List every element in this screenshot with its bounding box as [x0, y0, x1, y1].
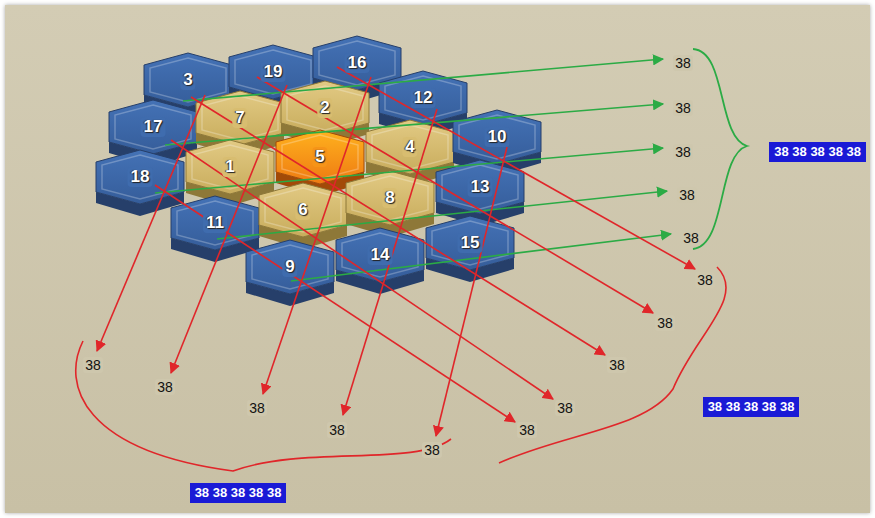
sum-label: 38: [327, 422, 347, 438]
hex-tile: 15: [424, 214, 516, 286]
tile-number: 12: [411, 88, 436, 108]
tile-number: 6: [295, 200, 310, 220]
tile-number: 10: [485, 127, 510, 147]
tile-number: 3: [180, 70, 195, 90]
hex-face: [109, 100, 197, 154]
tile-number: 15: [458, 233, 483, 253]
hex-bevel: [385, 76, 461, 120]
tile-number: 11: [203, 213, 227, 233]
sum-label: 38: [607, 357, 627, 373]
hex-bevel: [459, 115, 535, 159]
tile-number: 14: [368, 245, 393, 265]
sum-label: 38: [681, 230, 701, 246]
sum-label: 38: [247, 400, 267, 416]
sum-label: 38: [83, 357, 103, 373]
tile-number: 5: [312, 147, 327, 167]
sum-text: 38 38 38 38 38: [770, 143, 865, 160]
diagonal-arrow: [171, 140, 553, 399]
sum-box: 38 38 38 38 38: [703, 397, 800, 417]
hex-bevel: [352, 176, 428, 220]
hex-bevel: [115, 105, 191, 149]
hex-bevel: [287, 86, 363, 130]
hex-face: [379, 71, 467, 125]
hex-bevel: [150, 58, 226, 102]
sum-label: 38: [155, 379, 175, 395]
tile-number: 16: [345, 53, 370, 73]
sum-label: 38: [673, 55, 693, 71]
hex-bevel: [235, 50, 311, 94]
hex-face: [453, 110, 541, 164]
hex-face: [171, 196, 259, 250]
hex-face: [246, 240, 334, 294]
tile-number: 19: [261, 62, 286, 82]
hex-bevel: [319, 41, 395, 85]
tile-number: 7: [232, 108, 247, 128]
sum-label: 38: [422, 442, 442, 458]
red-brace: [76, 341, 451, 471]
hex-face: [196, 91, 284, 145]
hex-bevel: [177, 201, 253, 245]
tile-number: 9: [282, 257, 297, 277]
sum-label: 38: [555, 400, 575, 416]
hex-bevel: [442, 165, 518, 209]
sum-label: 38: [673, 144, 693, 160]
hex-bevel: [202, 96, 278, 140]
tile-number: 4: [402, 137, 417, 157]
hex-face: [96, 150, 184, 204]
tile-number: 1: [222, 157, 237, 177]
hex-bevel: [265, 188, 341, 232]
sum-label: 38: [677, 187, 697, 203]
hex-face: [336, 228, 424, 282]
sum-text: 38 38 38 38 38: [704, 398, 799, 415]
tile-number: 8: [382, 188, 397, 208]
red-brace: [499, 267, 726, 463]
hex-bevel: [432, 221, 508, 265]
hex-bevel: [102, 155, 178, 199]
sum-label: 38: [673, 100, 693, 116]
hex-face: [436, 160, 524, 214]
sum-label: 38: [695, 272, 715, 288]
hex-tile: 6: [257, 181, 349, 253]
sum-box: 38 38 38 38 38: [769, 142, 866, 162]
hex-bevel: [252, 245, 328, 289]
hex-face: [346, 171, 434, 225]
hex-face: [259, 183, 347, 237]
background-panel: 3191617721218154101168139141538 38 38 38…: [5, 5, 870, 513]
hex-face: [426, 216, 514, 270]
hex-tile: 9: [244, 238, 336, 310]
tile-number: 2: [317, 98, 332, 118]
hex-face: [186, 140, 274, 194]
sum-label: 38: [655, 315, 675, 331]
sum-box: 38 38 38 38 38: [190, 483, 287, 503]
sum-label: 38: [517, 422, 537, 438]
hex-bevel: [282, 135, 358, 179]
tile-number: 13: [468, 177, 493, 197]
tile-number: 17: [141, 117, 166, 137]
hex-face: [276, 130, 364, 184]
hex-bevel: [372, 125, 448, 169]
hex-face: [366, 120, 454, 174]
hex-tile: 8: [344, 169, 436, 241]
hex-bevel: [192, 145, 268, 189]
green-brace: [693, 49, 747, 249]
sum-text: 38 38 38 38 38: [191, 484, 286, 501]
tile-number: 18: [128, 167, 153, 187]
hex-face: [281, 81, 369, 135]
hex-bevel: [342, 233, 418, 277]
hex-tile: 14: [334, 226, 426, 298]
